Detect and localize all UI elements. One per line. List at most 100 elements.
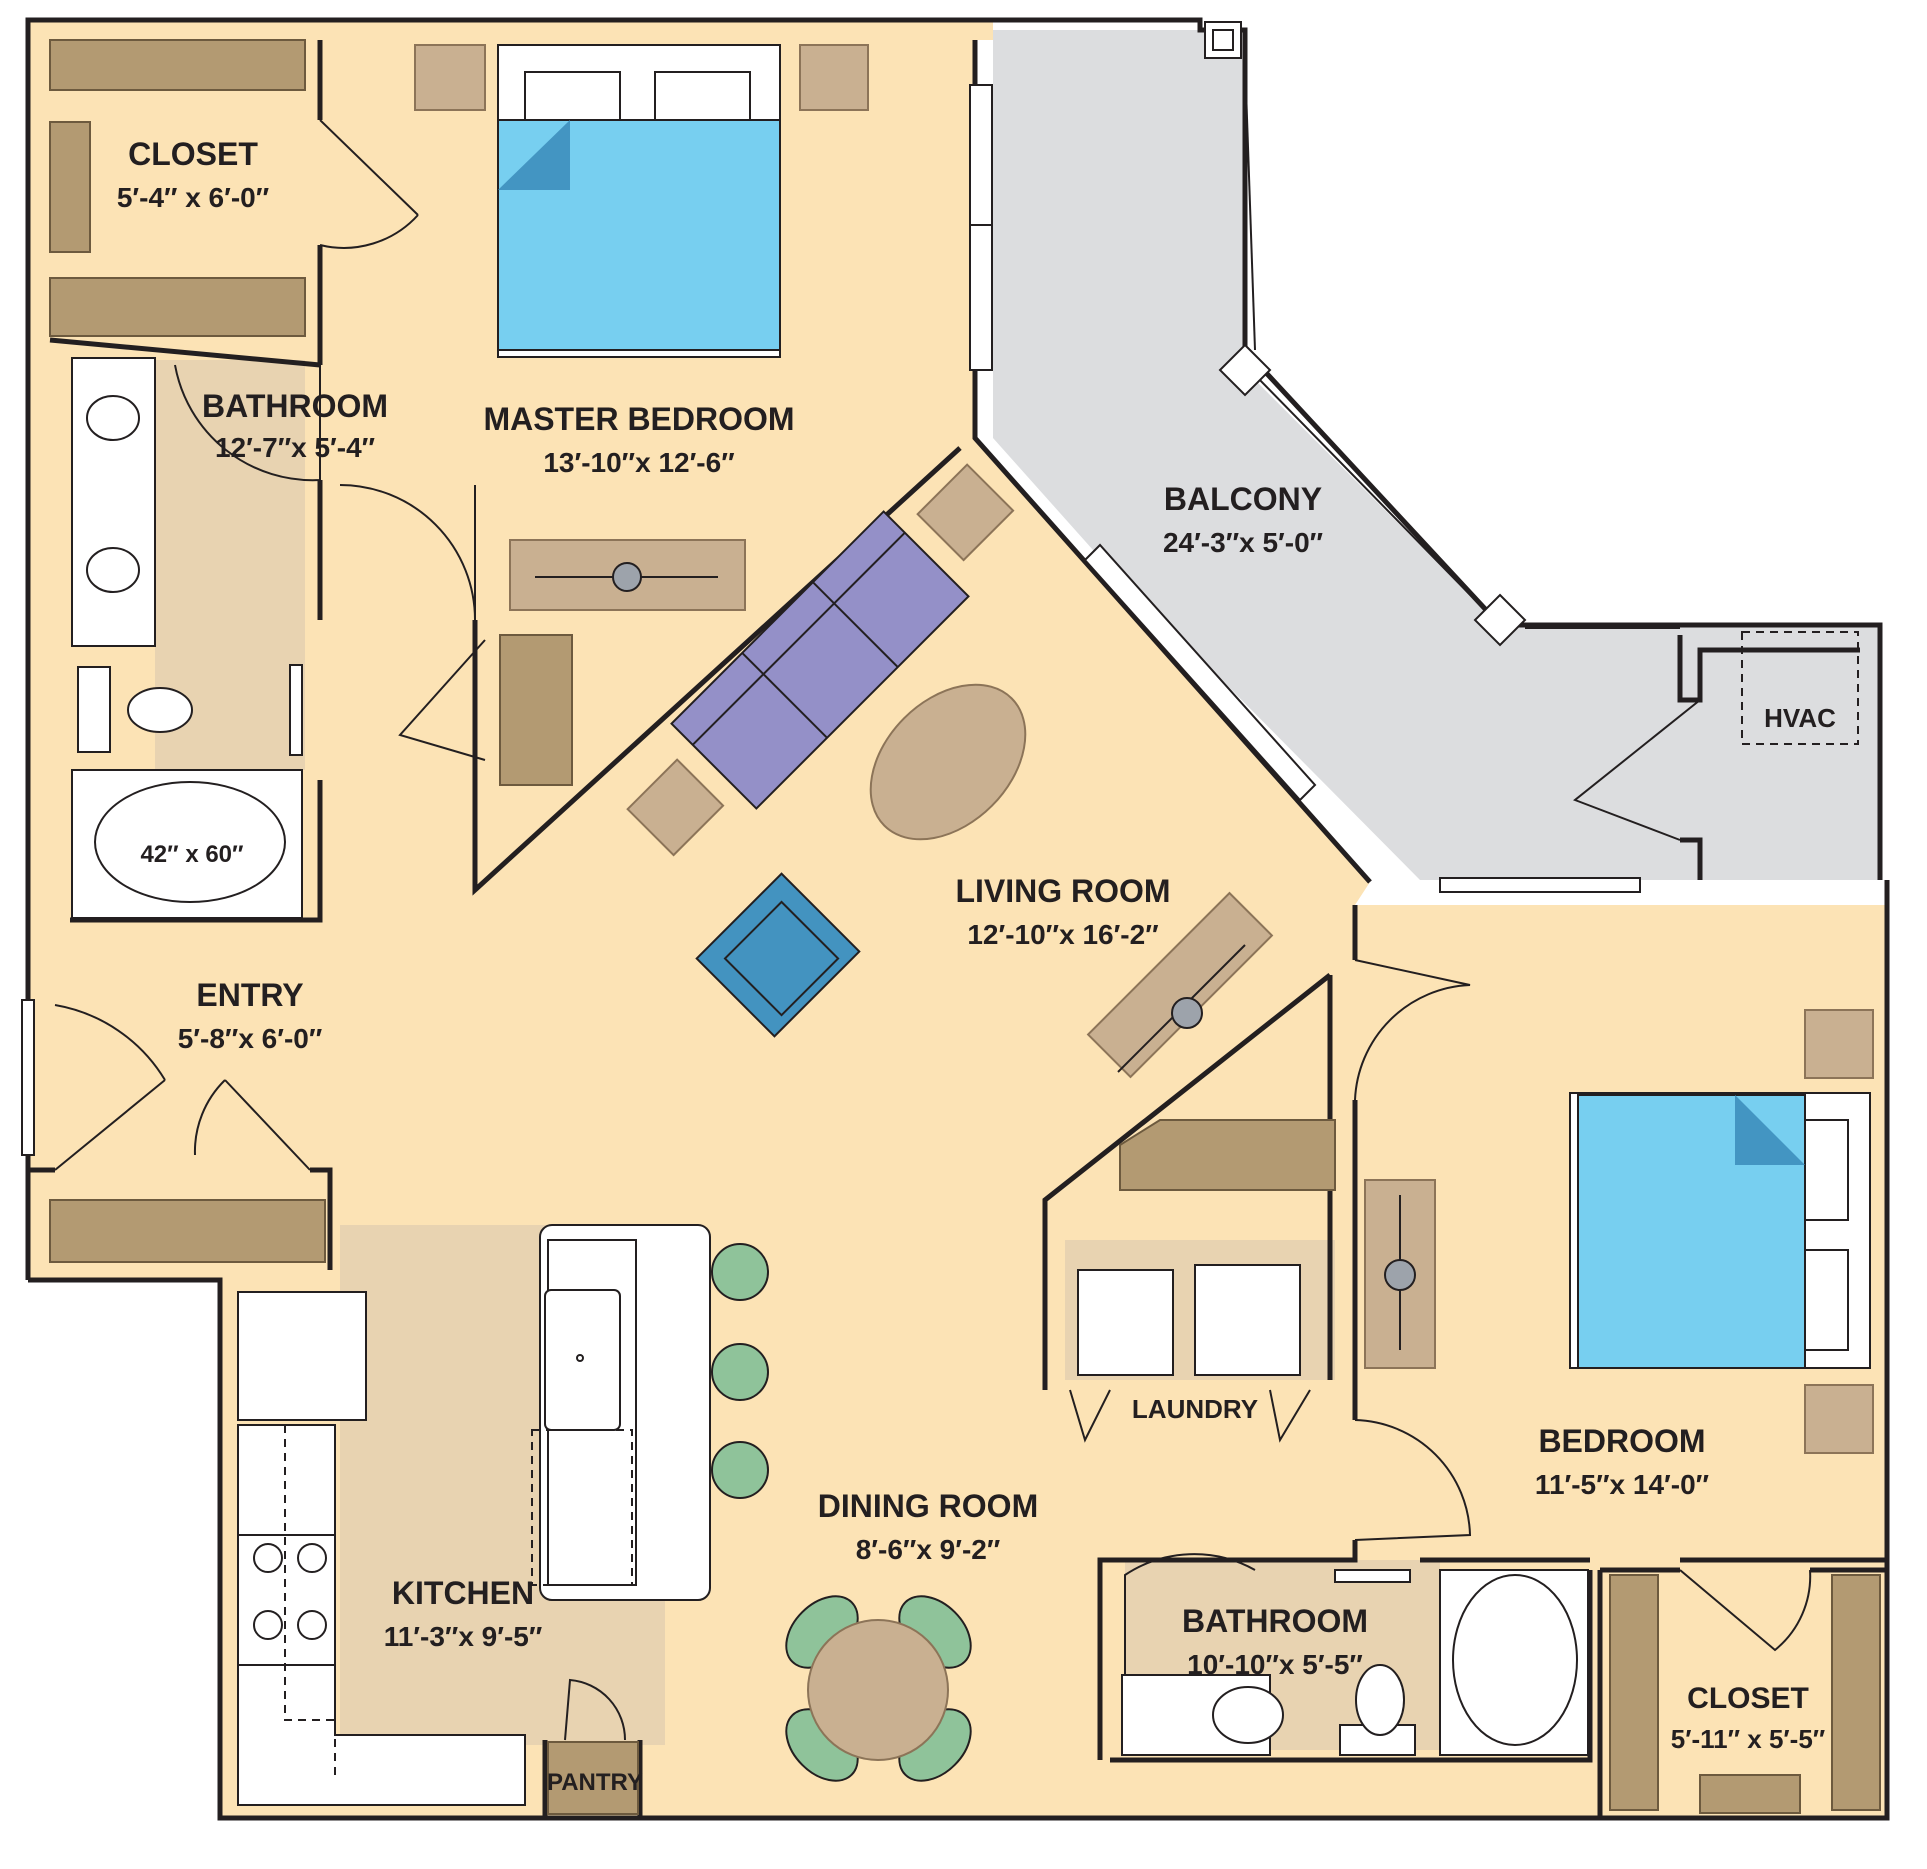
- second-closet-shelf-right: [1831, 1574, 1881, 1811]
- second-closet-door: [1679, 1569, 1812, 1652]
- refrigerator: [237, 1291, 367, 1421]
- sofa-seam-1: [741, 652, 828, 739]
- doors: [54, 119, 1812, 1741]
- second-nightstand-top: [1804, 1009, 1874, 1079]
- sofa-back: [692, 532, 906, 746]
- sofa-body: [670, 510, 970, 810]
- second-bedroom-lower-wall: [1097, 1540, 1887, 1760]
- window-living-diagonal: [1083, 543, 1317, 802]
- balcony-post-1-inner: [1212, 29, 1234, 51]
- balcony-post-2: [1218, 343, 1272, 397]
- entry-name: ENTRY: [196, 977, 303, 1013]
- second-bed-fold: [1735, 1095, 1805, 1165]
- living-closet-door: [398, 639, 486, 761]
- washer: [1077, 1269, 1174, 1376]
- master-bedroom-door: [339, 484, 476, 621]
- second-closet-shelf-left: [1609, 1574, 1659, 1811]
- laundry-door-right: [1269, 1389, 1311, 1443]
- balcony-name: BALCONY: [1164, 481, 1322, 517]
- kitchen-name: KITCHEN: [392, 1575, 534, 1611]
- master-sink-1: [86, 395, 140, 441]
- second-sink: [1212, 1686, 1284, 1744]
- master-toilet-bowl: [127, 687, 193, 733]
- armchair-seat: [723, 900, 840, 1017]
- master-bed-fold: [498, 120, 570, 190]
- entry-coat-closet-wall: [30, 1167, 333, 1270]
- second-bath-east-wall: [1110, 1570, 1593, 1763]
- bar-stool-2: [711, 1343, 769, 1401]
- second-closet-shelf-bottom: [1699, 1774, 1801, 1814]
- master-bedroom-name: MASTER BEDROOM: [483, 401, 794, 437]
- master-bath-dims: 12′-7″x 5′-4″: [215, 432, 375, 463]
- bedroom-dims: 11′-5″x 14′-0″: [1535, 1469, 1709, 1500]
- armchair-body: [695, 872, 861, 1038]
- balcony-post-3: [1473, 593, 1527, 647]
- pantry-door: [564, 1678, 627, 1741]
- master-nightstand-left: [414, 44, 486, 111]
- second-bath-dims: 10′-10″x 5′-5″: [1187, 1649, 1363, 1680]
- second-bath-door-swing: [1124, 1553, 1256, 1700]
- bedroom-name: BEDROOM: [1538, 1423, 1705, 1459]
- living-room-name: LIVING ROOM: [955, 873, 1170, 909]
- windows: [21, 21, 1680, 1156]
- tv-console-knob: [1171, 997, 1203, 1029]
- burner-4: [297, 1610, 327, 1640]
- kitchen-counter: [237, 1424, 526, 1806]
- balcony-dims: 24′-3″x 5′-0″: [1163, 527, 1323, 558]
- kitchen-dims: 11′-3″x 9′-5″: [384, 1621, 543, 1652]
- hvac-name: HVAC: [1764, 703, 1836, 733]
- pantry-wall: [542, 1740, 643, 1818]
- laundry-door-left: [1069, 1389, 1111, 1443]
- master-nightstand-right: [799, 44, 869, 111]
- exterior-wall-east-south: [28, 880, 1890, 1821]
- master-closet-dims: 5′-4″ x 6′-0″: [117, 182, 269, 213]
- master-closet-door: [319, 119, 419, 249]
- dishwasher: [576, 1354, 584, 1362]
- second-bath-name: BATHROOM: [1182, 1603, 1368, 1639]
- window-entry: [21, 999, 35, 1156]
- master-tub-size: 42″ x 60″: [140, 841, 244, 868]
- second-closet-dims: 5′-11″ x 5′-5″: [1671, 1724, 1825, 1754]
- dining-room-name: DINING ROOM: [818, 1488, 1038, 1524]
- master-closet-shelf-bottom: [49, 277, 306, 337]
- laundry-name: LAUNDRY: [1132, 1394, 1258, 1424]
- living-room-dims: 12′-10″x 16′-2″: [967, 919, 1158, 950]
- dryer: [1194, 1264, 1301, 1376]
- end-table-south: [626, 758, 725, 857]
- furniture: [49, 39, 1881, 1815]
- second-bedroom-door: [1354, 959, 1471, 1101]
- pantry-name: PANTRY: [547, 1769, 643, 1796]
- master-toilet-tank: [77, 666, 111, 753]
- second-toilet-bowl: [1355, 1664, 1405, 1736]
- master-bath-door: [174, 364, 321, 482]
- burner-3: [253, 1610, 283, 1640]
- laundry-wall: [1042, 905, 1358, 1420]
- master-sink-2: [86, 547, 140, 593]
- burner-2: [297, 1543, 327, 1573]
- burner-1: [253, 1543, 283, 1573]
- second-nightstand-bottom: [1804, 1384, 1874, 1454]
- end-table-north: [916, 463, 1015, 562]
- bar-stool-1: [711, 1243, 769, 1301]
- master-towel-bar: [289, 664, 303, 756]
- master-tub-basin: [94, 781, 286, 903]
- balcony-floor: [993, 30, 1880, 880]
- master-bath-south-wall: [70, 780, 323, 923]
- dishwasher-outline: [531, 1429, 633, 1586]
- second-closet-wall: [1597, 1567, 1887, 1818]
- window-second-bedroom-north: [1439, 877, 1641, 893]
- sofa: [670, 510, 970, 810]
- second-towel-bar: [1334, 1569, 1411, 1583]
- hall-closet-shelf: [1119, 1119, 1336, 1191]
- upper-cabinets-outline: [284, 1425, 336, 1780]
- hvac-unit-outline: [1741, 631, 1859, 745]
- second-closet-name: CLOSET: [1687, 1682, 1809, 1715]
- entry-dims: 5′-8″x 6′-0″: [178, 1023, 323, 1054]
- balcony-rail-diagonal: [1254, 374, 1486, 611]
- master-closet-shelf-side: [49, 121, 91, 253]
- bar-stool-3: [711, 1441, 769, 1499]
- room-labels: CLOSET 5′-4″ x 6′-0″ BATHROOM 12′-7″x 5′…: [117, 136, 1836, 1796]
- window-master-east: [969, 84, 993, 371]
- living-closet-shelf: [499, 634, 573, 786]
